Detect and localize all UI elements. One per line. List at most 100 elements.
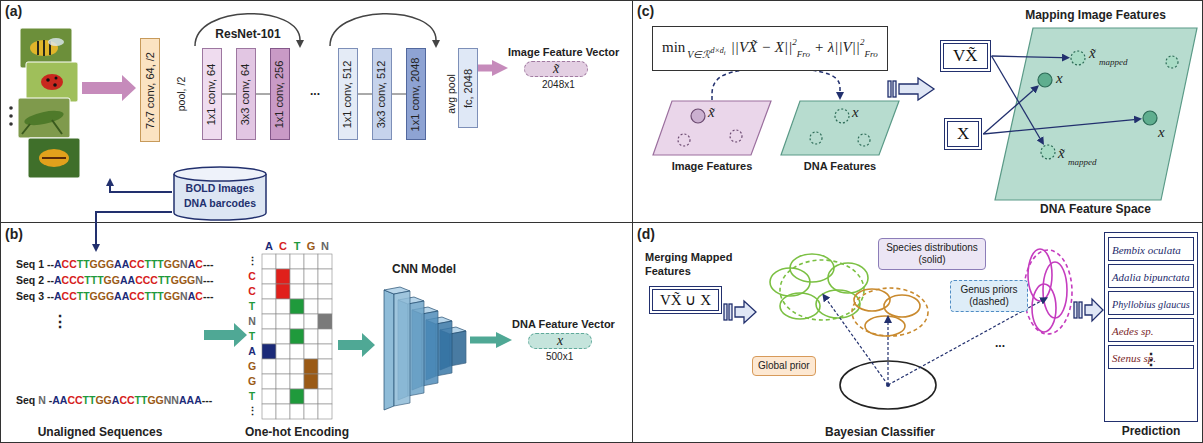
annotation-label: ⋮: [52, 314, 68, 330]
grid-cell: [318, 374, 332, 389]
node-text: 1x1 conv, 64: [205, 63, 218, 125]
node-text: Adalia bipunctata: [1112, 271, 1190, 283]
base-letter: -: [206, 274, 210, 286]
annotation-label: x: [1056, 70, 1063, 87]
node-text: ||VX̃ − X||: [731, 39, 793, 55]
feature-vector: DNA Feature Vectorx500x1: [512, 318, 615, 362]
base-letter: G: [98, 290, 106, 302]
base-letter: C: [127, 394, 135, 406]
species-distributions: [852, 288, 928, 336]
skip-connection: [330, 14, 436, 46]
insect-photos: [55, 77, 58, 80]
grid-cell: [262, 344, 276, 359]
connector: [256, 94, 270, 95]
insect-photos: [53, 83, 57, 87]
base-letter: e: [23, 258, 29, 270]
base-letter: C: [248, 270, 256, 282]
base-letter: e: [23, 290, 29, 302]
base-letter: [35, 394, 38, 406]
base-letter: G: [98, 258, 106, 270]
skip-connection: [195, 14, 436, 46]
base-letter: A: [188, 258, 196, 270]
mapping-arrow: [983, 91, 1033, 134]
panel-letter: (b): [5, 226, 23, 242]
node-outline: [858, 134, 870, 146]
annotation-label: Bayesian Classifier: [825, 425, 935, 439]
base-letter: [35, 290, 38, 302]
base-letter: A: [52, 394, 60, 406]
base-letter: G: [106, 258, 114, 270]
sequence-text: T: [249, 390, 255, 402]
annotation-label: ResNet-101: [215, 27, 280, 41]
base-letter: e: [23, 274, 29, 286]
hollow-arrow: [735, 301, 756, 323]
base-letter: -: [50, 290, 54, 302]
database-cylinder: BOLD ImagesDNA barcodes: [172, 166, 268, 222]
grid-cell: [290, 404, 304, 419]
grid-cell: [290, 359, 304, 374]
sequence-text: ⋮: [247, 405, 258, 417]
grid-cell: [290, 254, 304, 269]
layer-box: fc, 2048: [458, 48, 478, 128]
node-text: x: [852, 104, 859, 120]
base-letter: A: [122, 258, 130, 270]
grid-cell: [262, 329, 276, 344]
node-text: Image Feature Vector: [508, 46, 619, 58]
sequence-text: A: [248, 345, 256, 357]
base-letter: -: [203, 290, 207, 302]
grid-cell: [276, 269, 290, 284]
database-link: [96, 186, 172, 244]
base-letter: G: [106, 290, 114, 302]
base-letter: T: [144, 290, 150, 302]
grid-cell: [276, 329, 290, 344]
base-letter: -: [206, 258, 210, 270]
node-text: d×d: [710, 46, 723, 55]
base-letter: G: [187, 274, 195, 286]
annotation-label: pool, /2: [175, 77, 187, 111]
base-letter: q: [29, 394, 35, 406]
annotation-label: One-hot Encoding: [245, 425, 349, 439]
sequence-text: A: [265, 240, 273, 252]
base-letter: -: [210, 258, 214, 270]
node-text: 1x1 conv, 512: [341, 60, 354, 128]
node-text: 500x1: [512, 351, 615, 362]
hollow-arrow: [1074, 302, 1077, 318]
feature-plane: xDNA Features: [780, 100, 900, 180]
merged-features: Merging Mapped FeaturesVX̃ ∪ X: [645, 250, 753, 314]
grid-cell: [276, 374, 290, 389]
annotation-label: x̃: [1058, 145, 1065, 162]
grid-cell: [304, 314, 318, 329]
base-letter: A: [265, 240, 273, 252]
node-text: X: [957, 124, 969, 143]
annotation-label: x̃: [1089, 45, 1096, 62]
node-text: x̃: [708, 104, 715, 120]
grid-cell: [318, 299, 332, 314]
species-distributions: [1032, 284, 1056, 332]
base-letter: C: [62, 258, 70, 270]
node-text: i: [724, 49, 726, 56]
insect-photos: [22, 120, 62, 134]
base-letter: T: [84, 274, 90, 286]
prediction-list: Bembix oculataAdalia bipunctataPhyllobiu…: [1104, 232, 1198, 422]
grid-cell: [318, 269, 332, 284]
database-link: [96, 212, 172, 244]
grid-cell: [304, 359, 318, 374]
insect-photos: [9, 114, 13, 118]
grid-cell: [304, 389, 318, 404]
node-text: 2: [860, 37, 865, 47]
panel-frame: [0, 222, 1203, 223]
node-outline: [422, 311, 438, 386]
mapping-arrow: [983, 120, 1134, 134]
mapping-arrows: [983, 51, 1178, 159]
prior-link: [888, 301, 1041, 385]
sequence-text: N: [321, 240, 329, 252]
base-letter: A: [188, 290, 196, 302]
base-letter: G: [248, 360, 256, 372]
hollow-arrow: [893, 81, 896, 97]
base-letter: G: [248, 375, 256, 387]
base-letter: N: [321, 240, 329, 252]
node-outline: [653, 101, 771, 155]
